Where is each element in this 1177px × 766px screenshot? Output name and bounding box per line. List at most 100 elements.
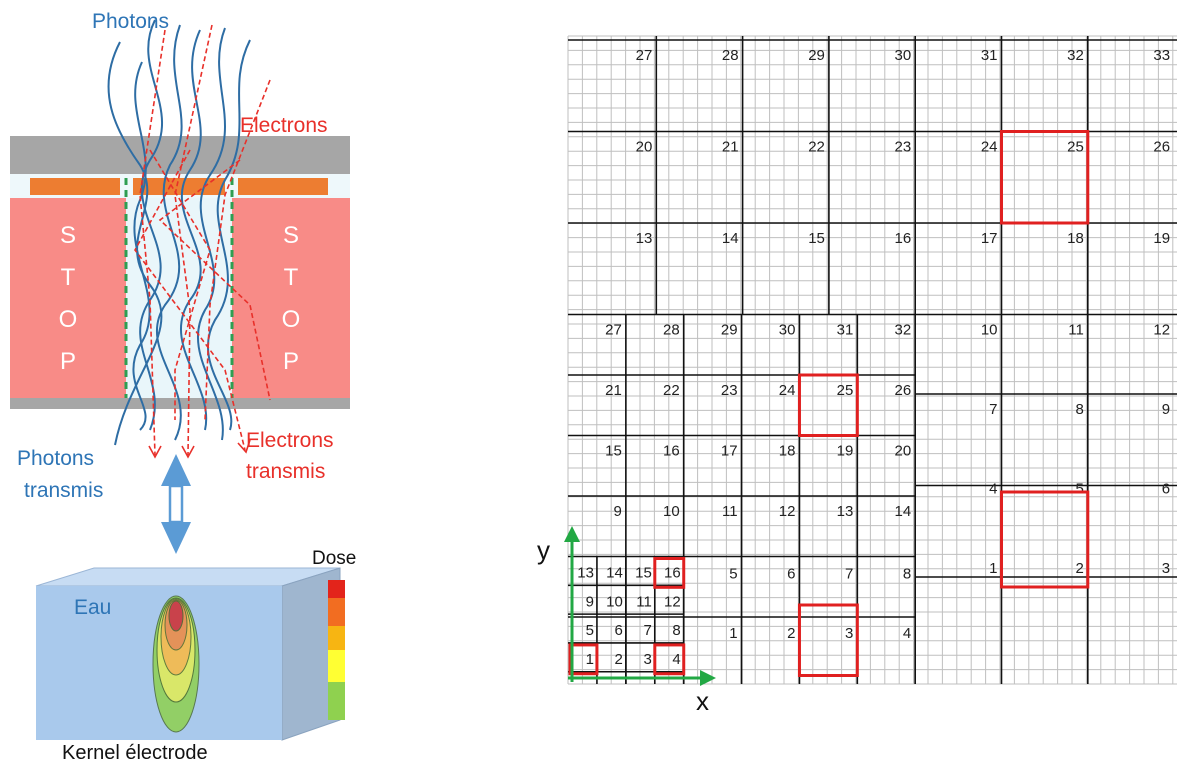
stop-letter-left-4: P [60,348,76,375]
coarse-cell-number: 2 [1075,560,1083,577]
medium-cell-number: 31 [837,322,854,339]
coarse-cell-number: 33 [1153,47,1170,64]
coarse-cell-number: 26 [1153,139,1170,156]
coarse-cell-number: 18 [1067,230,1084,247]
medium-cell-number: 18 [779,443,796,460]
medium-cell-number: 21 [605,382,622,399]
y-axis-arrowhead [564,526,580,542]
fine-cell-number: 3 [643,651,651,668]
medium-cell-number: 29 [721,322,738,339]
photon-path [197,27,226,441]
medium-cell-number: 4 [903,625,911,642]
stop-letter-left-1: S [60,222,76,249]
arrowhead [148,445,162,459]
fine-cell-number: 15 [635,565,652,582]
electron-path [204,79,271,421]
medium-cell-number: 24 [779,382,796,399]
coarse-cell-number: 4 [989,481,997,498]
highlight-level2-cell-25 [797,373,859,437]
electrons-label: Electrons [240,114,328,137]
coarse-cell-number: 23 [895,139,912,156]
fine-cell-number: 12 [664,593,681,610]
fine-cell-number: 2 [615,651,623,668]
photon-path [155,24,183,441]
coordinate-axes: x y [537,526,716,716]
medium-cell-number: 15 [605,443,622,460]
electron-path [158,159,271,401]
fine-cell-number: 10 [606,593,623,610]
electron-path [174,24,213,456]
highlight-level2-cell-3 [797,603,859,677]
electron-arrowheads [148,439,251,459]
photons-transmitted-label-1: Photons [17,447,94,470]
coarse-cell-number: 20 [636,139,653,156]
medium-cell-number: 28 [663,322,680,339]
dose-color-5 [328,682,345,720]
medium-cell-number: 27 [605,322,622,339]
water-tank: Eau Kernel électrode [35,567,341,764]
fine-cell-number: 1 [586,651,594,668]
electrode-left [30,178,120,195]
highlight-level1-cell-1 [568,643,599,676]
coarse-cell-number: 29 [808,47,825,64]
fine-cell-number: 5 [586,622,594,639]
medium-cell-number: 20 [895,443,912,460]
coarse-cell-number: 12 [1153,322,1170,339]
coarse-cell-number: 32 [1067,47,1084,64]
water-label: Eau [74,596,111,619]
fine-cell-number: 4 [672,651,680,668]
coarse-cell-number: 10 [981,322,998,339]
electrode-right [238,178,328,195]
coarse-cell-number: 22 [808,139,825,156]
x-axis-label: x [696,686,709,716]
coarse-cell-number: 7 [989,401,997,418]
coarse-cell-number: 17 [981,230,998,247]
stop-block-right [232,198,350,398]
coarse-cell-number: 31 [981,47,998,64]
photon-path [179,29,208,431]
stop-letter-right-4: P [283,348,299,375]
medium-cell-number: 22 [663,382,680,399]
dose-label: Dose [312,548,356,569]
medium-cell-number: 12 [779,503,796,520]
kernel-label: Kernel électrode [62,742,208,764]
medium-cell-number: 25 [837,382,854,399]
medium-cell-number: 3 [845,625,853,642]
photon-path [107,41,163,446]
highlight-level3-cell-2 [1000,490,1090,589]
dose-color-4 [328,650,345,682]
fine-cell-number: 7 [643,622,651,639]
coarse-cell-number: 11 [1068,322,1084,339]
coarse-cell-number: 5 [1075,481,1083,498]
medium-cell-number: 2 [787,625,795,642]
stop-letter-right-3: O [282,306,301,333]
photons-label: Photons [92,10,169,33]
medium-cell-number: 11 [722,503,738,520]
medium-cell-number: 8 [903,566,911,583]
coarse-cell-number: 30 [895,47,912,64]
fine-cell-number: 9 [586,593,594,610]
coarse-cell-number: 16 [895,230,912,247]
highlighted-cells [568,130,1090,677]
stop-block-left [10,198,126,398]
coarse-cell-number: 3 [1162,560,1170,577]
medium-cell-number: 19 [837,443,854,460]
coarse-cell-number: 15 [808,230,825,247]
coarse-cell-number: 24 [981,139,998,156]
medium-cell-number: 26 [895,382,912,399]
channel [126,198,232,398]
arrowhead [181,445,195,459]
kernel-layer-1 [168,600,184,632]
stop-letter-left-3: O [59,306,78,333]
stop-letter-left-2: T [61,264,76,291]
fine-cell-number: 6 [615,622,623,639]
coarse-cell-number: 9 [1162,401,1170,418]
photons-transmitted-label-2: transmis [24,479,103,502]
photon-path [132,61,151,431]
medium-cell-number: 13 [837,503,854,520]
medium-cell-number: 5 [729,566,737,583]
medium-cell-number: 7 [845,566,853,583]
coarse-cell-number: 19 [1153,230,1170,247]
electron-path [134,149,246,451]
